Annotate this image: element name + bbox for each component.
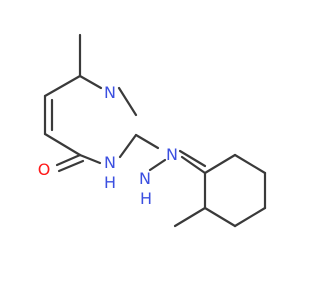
bond-c4-c3 [43, 132, 82, 157]
atom-n-hydrazine-nh: N [139, 169, 151, 188]
atom-o-carbonyl: O [38, 160, 51, 179]
bond-cy2-cy3 [233, 153, 267, 175]
bond-c-o-1 [55, 153, 82, 167]
atom-labels: N N H N H N O [38, 83, 178, 208]
bond-cy5-cy6 [203, 206, 237, 228]
atom-h-hydrazine-nh: H [140, 189, 152, 208]
bond-cy6-methyl [173, 206, 207, 228]
bond-cy1-cy2 [203, 153, 237, 175]
bond-nh-n [148, 158, 167, 172]
chemical-structure: N N H N H N O [38, 33, 267, 228]
bond-c2-n3 [118, 133, 138, 159]
bond-n-c1-double [178, 149, 207, 168]
bond-c2-nh [134, 133, 160, 150]
bond-cy4-cy5 [233, 206, 267, 228]
atom-n-ring-top: N [104, 83, 116, 102]
bond-c-o-2 [57, 159, 85, 173]
bond-c4-n3 [78, 153, 102, 165]
bonds [43, 33, 267, 228]
bond-c6-n1 [78, 74, 103, 90]
bond-n-c1 [180, 155, 207, 175]
atom-n-ring-nh: N [104, 153, 116, 172]
bond-n1-c2 [117, 86, 138, 117]
atom-n-hydrazine-imine: N [166, 145, 178, 164]
bond-c6-c5 [43, 74, 82, 98]
atom-h-ring-nh: H [104, 173, 116, 192]
